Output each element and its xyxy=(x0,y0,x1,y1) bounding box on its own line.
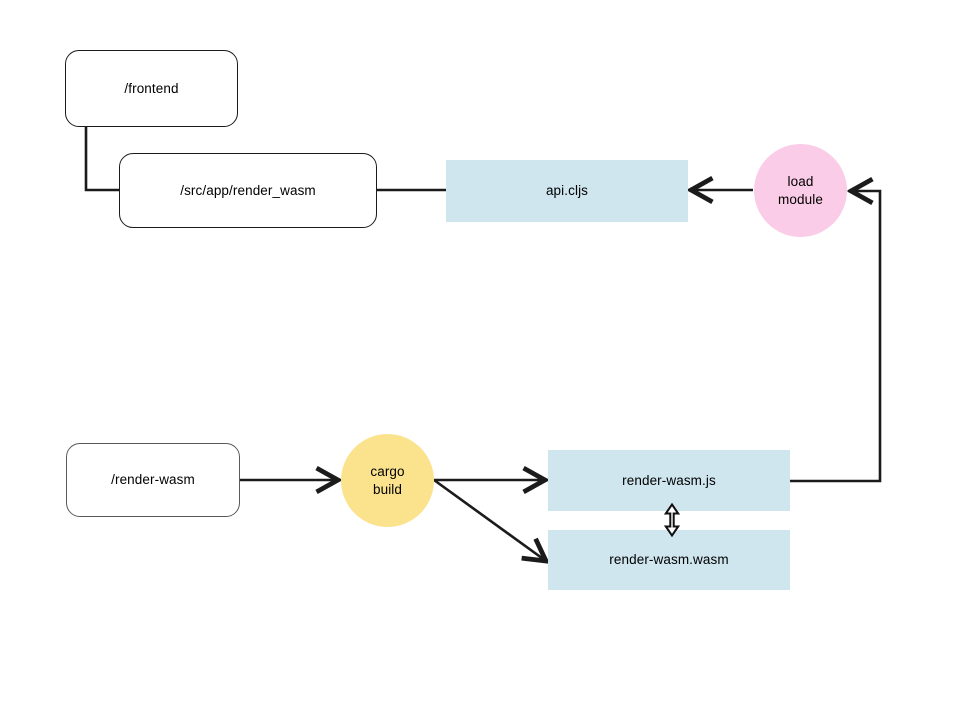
node-load-module[interactable]: load module xyxy=(754,144,847,237)
node-frontend-label: /frontend xyxy=(124,80,179,96)
node-render-wasm-dir-label: /render-wasm xyxy=(111,472,195,488)
node-render-wasm-js[interactable]: render-wasm.js xyxy=(548,450,790,511)
node-cargo-build-label: cargo build xyxy=(370,464,405,497)
node-api-cljs-label: api.cljs xyxy=(545,183,589,199)
node-cargo-build[interactable]: cargo build xyxy=(341,434,434,527)
edge-cargo-build-to-render-wasm-wasm xyxy=(433,478,546,561)
node-api-cljs[interactable]: api.cljs xyxy=(446,160,688,222)
node-load-module-label: load module xyxy=(778,174,823,207)
edge-frontend-to-src-app xyxy=(84,127,120,192)
node-src-app-render-wasm[interactable]: /src/app/render_wasm xyxy=(119,153,377,228)
node-render-wasm-dir[interactable]: /render-wasm xyxy=(66,443,240,517)
node-render-wasm-wasm-label: render-wasm.wasm xyxy=(609,552,729,568)
double-arrow-vertical-icon xyxy=(663,503,681,537)
node-frontend[interactable]: /frontend xyxy=(65,50,238,127)
node-render-wasm-wasm[interactable]: render-wasm.wasm xyxy=(548,530,790,590)
node-src-app-render-wasm-label: /src/app/render_wasm xyxy=(180,182,316,198)
node-render-wasm-js-label: render-wasm.js xyxy=(622,472,716,488)
